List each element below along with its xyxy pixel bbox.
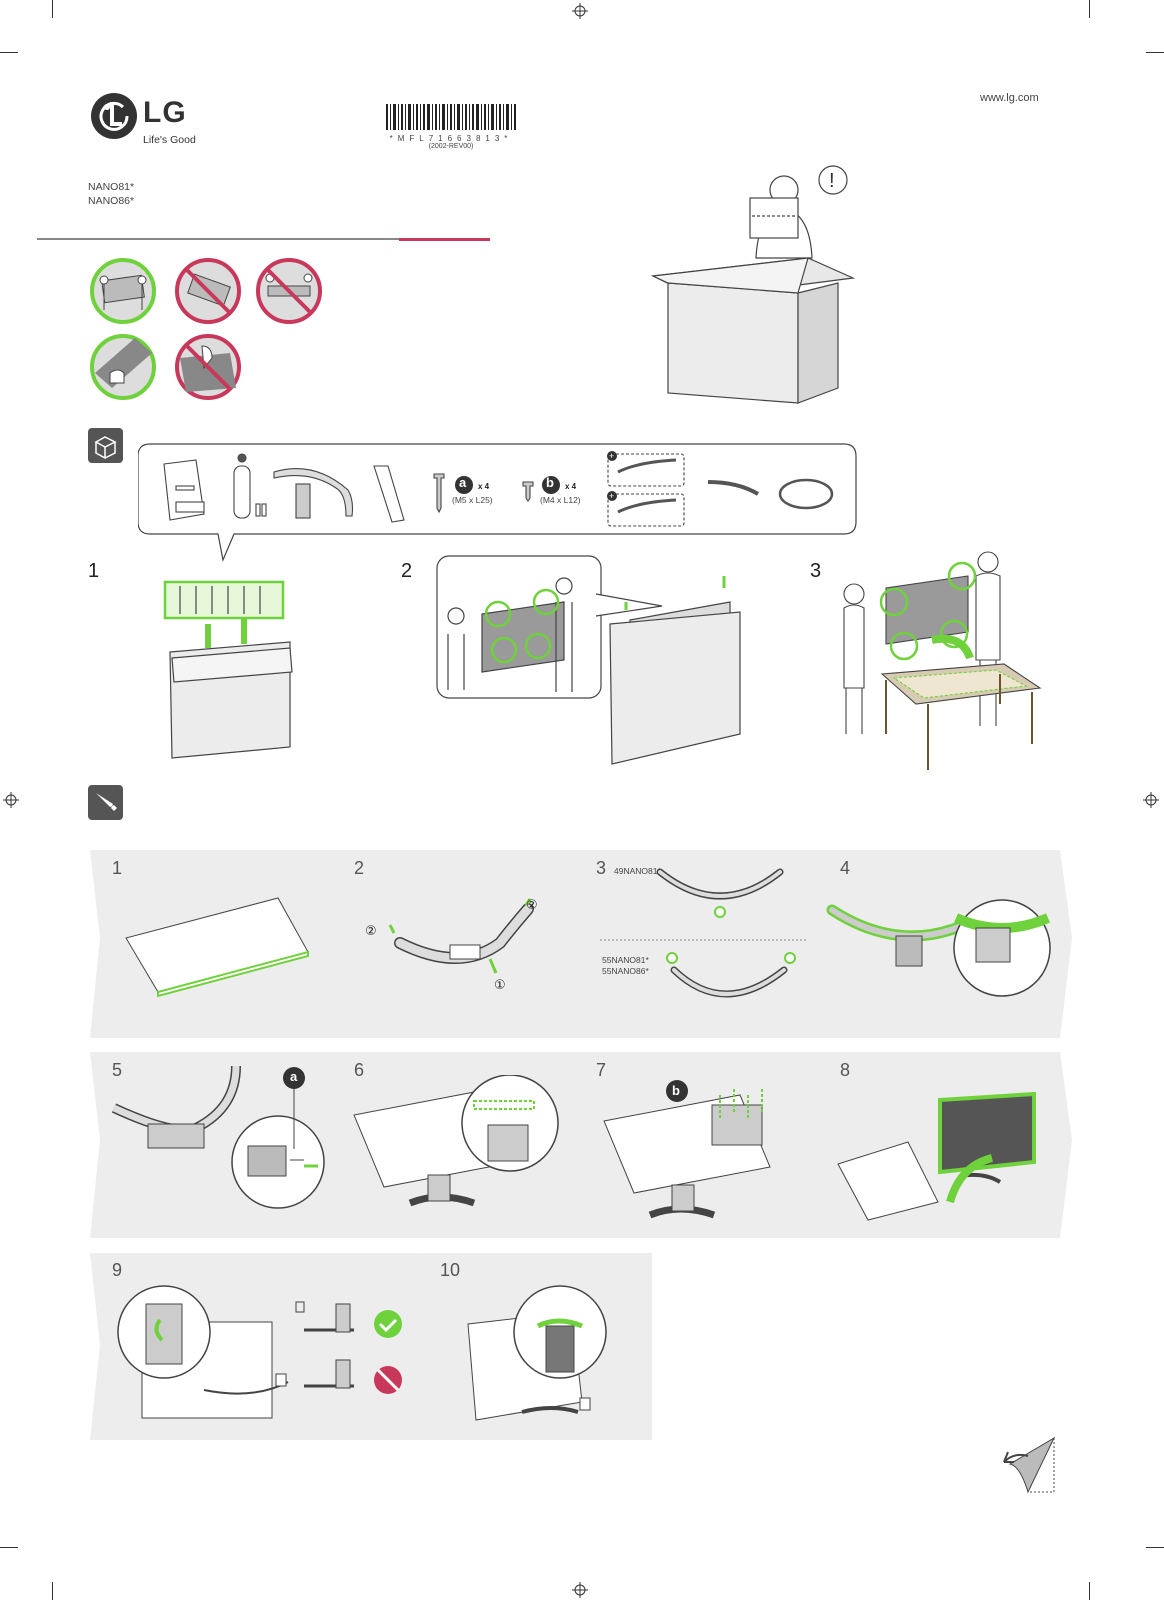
registration-mark	[3, 792, 19, 808]
part-b-qty: x 4	[565, 482, 577, 491]
unpack-step-number: 3	[810, 560, 822, 582]
barcode-revision: (2002-REV00)	[428, 143, 474, 150]
component-cable-icon	[617, 498, 677, 514]
assembly-step-number: 4	[840, 858, 851, 878]
callout-number: ②	[365, 923, 377, 938]
page-turn-icon	[1003, 1436, 1056, 1494]
crop-mark	[0, 52, 18, 53]
crop-mark	[0, 1547, 18, 1548]
part-a-letter: a	[459, 475, 467, 490]
assembly-step1-illustration	[125, 897, 309, 998]
barcode: *MFL71663813* (2002-REV00)	[386, 104, 516, 150]
assembly-step-number: 2	[354, 858, 365, 878]
assembly-step-number: 1	[112, 858, 123, 878]
ok-carry-upright-icon	[90, 258, 156, 324]
components-panel: + +	[138, 443, 857, 563]
crop-mark	[52, 1582, 53, 1600]
stand-neck-icon	[373, 465, 405, 523]
crop-mark	[1146, 1547, 1164, 1548]
part-letter-badge: a	[290, 1069, 298, 1084]
assembly-step-number: 3	[596, 858, 607, 878]
registration-mark	[1143, 792, 1159, 808]
box-contents-icon	[88, 428, 123, 463]
header-divider	[37, 238, 399, 240]
unpack-step-number: 2	[401, 560, 413, 582]
unpack-step3-illustration	[843, 551, 1042, 770]
assembly-step-number: 6	[354, 1060, 365, 1080]
assembly-step-number: 8	[840, 1060, 851, 1080]
correct-check-icon	[374, 1310, 402, 1338]
part-a-qty: x 4	[478, 482, 490, 491]
assembly-step-number: 10	[440, 1260, 461, 1280]
av-cable-icon	[617, 458, 677, 474]
lg-logo-icon	[91, 93, 137, 139]
brand-tagline: Life's Good	[143, 134, 196, 146]
remote-control-icon	[233, 453, 267, 519]
svg-text:+: +	[609, 451, 614, 461]
ok-hold-edge-icon	[90, 334, 156, 400]
assembly-step4-illustration	[826, 899, 1051, 997]
barcode-bars	[386, 104, 516, 130]
crop-mark	[1146, 52, 1164, 53]
crop-mark	[52, 0, 53, 18]
part-b-letter: b	[546, 475, 554, 490]
assembly-step6-illustration	[353, 1075, 559, 1207]
read-manual-illustration: !	[650, 165, 856, 404]
brand-word: LG	[143, 96, 187, 129]
assembly-step-number: 7	[596, 1060, 607, 1080]
assembly-step-number: 9	[112, 1260, 123, 1280]
stand-base-icon	[273, 468, 354, 519]
website-url: www.lg.com	[980, 92, 1039, 104]
screw-a-icon	[433, 473, 445, 514]
model-variant-label: 55NANO81* 55NANO86*	[602, 955, 649, 977]
tools-icon	[88, 785, 123, 820]
assembly-step-number: 5	[112, 1060, 123, 1080]
callout-number: ②	[526, 897, 538, 912]
assembly-step8-illustration	[837, 1092, 1036, 1221]
part-a-size: (M5 x L25)	[452, 495, 493, 505]
model-list: NANO81* NANO86*	[88, 180, 134, 208]
model-name: NANO81*	[88, 181, 135, 193]
attention-icon: !	[829, 170, 835, 192]
assembly-step9-illustration	[117, 1285, 402, 1419]
assembly-step3-illustration	[600, 868, 806, 998]
crop-mark	[1089, 1582, 1090, 1600]
model-variant-line: 55NANO86*	[602, 966, 649, 976]
power-cord-icon	[778, 478, 834, 510]
handling-guidelines	[90, 258, 322, 400]
unlock-icon	[295, 1301, 305, 1313]
header-divider-accent	[399, 238, 490, 241]
assembly-step7-illustration	[603, 1080, 771, 1219]
crop-mark	[1089, 0, 1090, 18]
model-variant-line: 55NANO81*	[602, 955, 649, 965]
model-variant-label: 49NANO81*	[614, 866, 661, 876]
svg-text:+: +	[609, 491, 614, 501]
cable-holder-icon	[707, 480, 760, 496]
unpack-step-number: 1	[88, 560, 100, 582]
model-name: NANO86*	[88, 195, 135, 207]
assembly-step2-illustration	[388, 898, 534, 974]
callout-number: ①	[494, 977, 506, 992]
unpack-step2-illustration	[436, 555, 741, 765]
no-carry-face-down-icon	[256, 258, 322, 324]
registration-mark	[572, 3, 588, 19]
unpack-step1-illustration	[163, 580, 293, 759]
assembly-step5-illustration	[111, 1065, 325, 1209]
registration-mark	[572, 1582, 588, 1598]
screw-b-icon	[522, 481, 534, 502]
assembly-step10-illustration	[467, 1285, 607, 1421]
barcode-number: *MFL71663813*	[389, 134, 513, 143]
part-b-size: (M4 x L12)	[540, 495, 581, 505]
manual-icon	[163, 459, 205, 521]
no-carry-flat-icon	[175, 258, 241, 324]
no-touch-screen-icon	[175, 334, 241, 400]
part-letter-badge: b	[672, 1083, 680, 1098]
